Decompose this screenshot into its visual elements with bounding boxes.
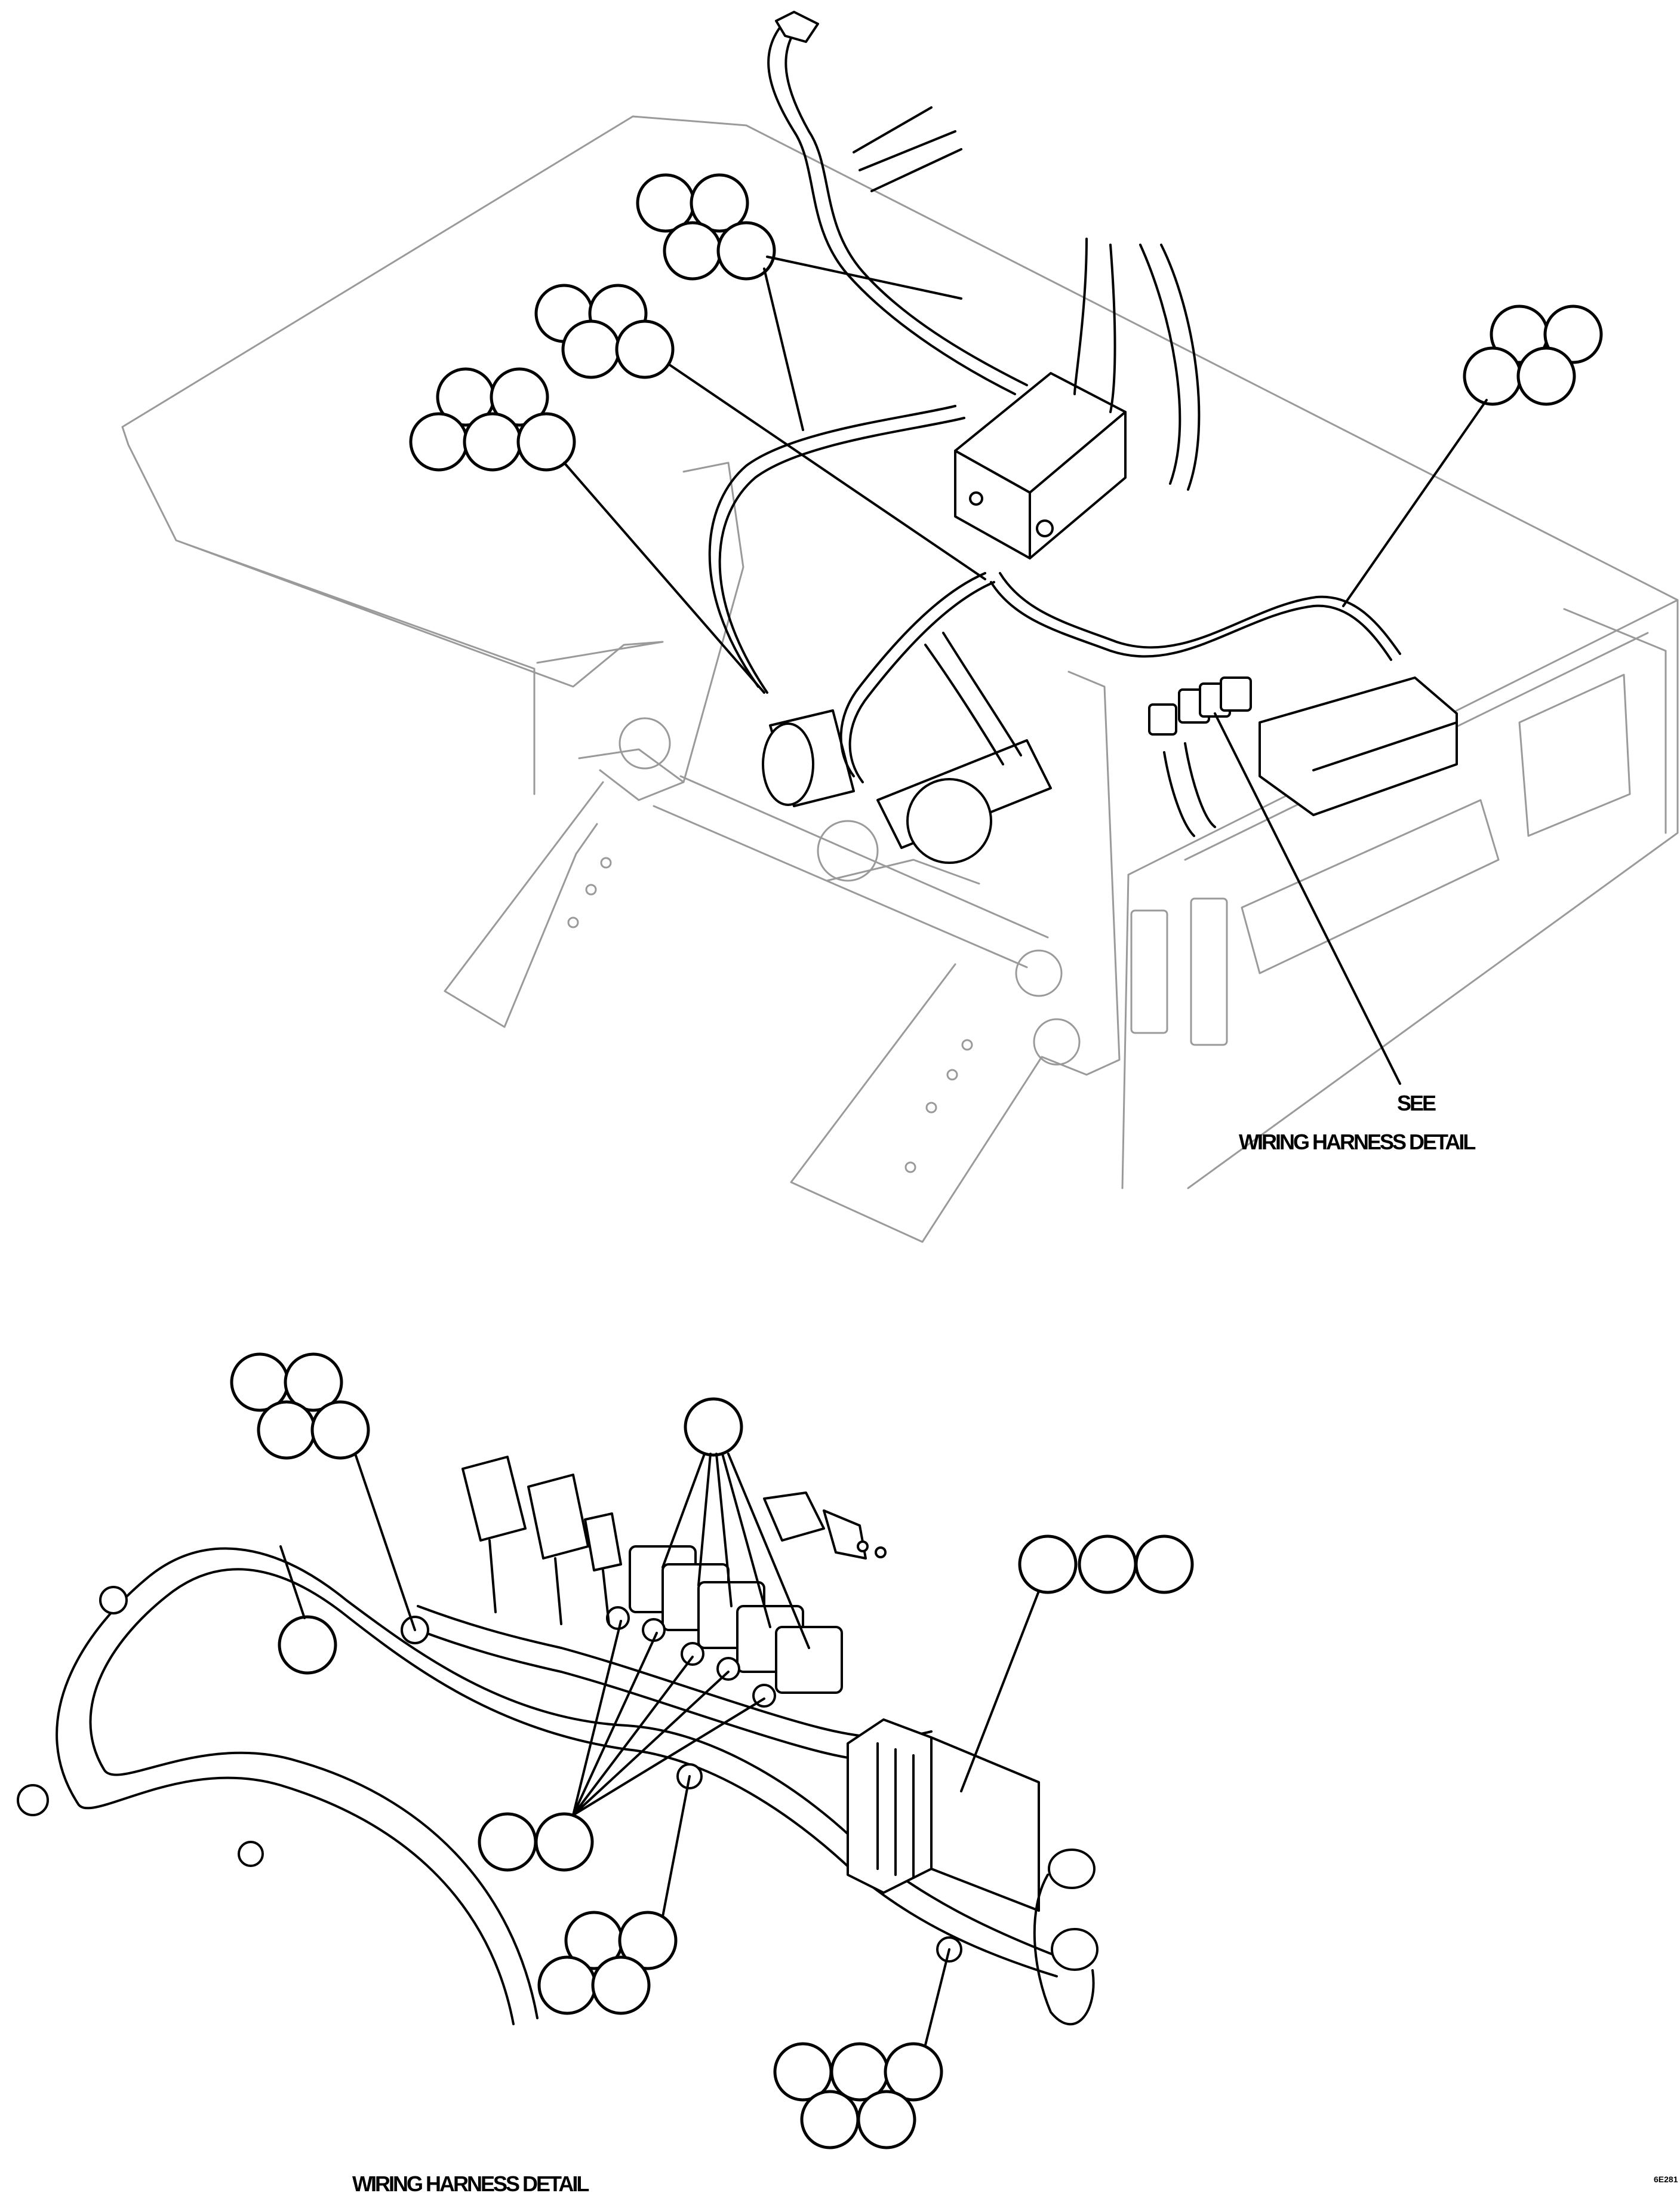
deck-outline	[121, 115, 1679, 1189]
harness-detail-title: WIRING HARNESS DETAIL	[352, 2172, 589, 2196]
harness-routing	[708, 17, 1401, 837]
hole-7	[904, 1161, 916, 1173]
control-module	[1259, 676, 1458, 816]
relay-cluster-top	[1148, 676, 1252, 736]
inline-connector	[763, 1491, 887, 1560]
harness-control-module	[847, 1718, 1040, 1912]
callout-group-d	[1342, 305, 1603, 607]
callout-fuses	[478, 1620, 765, 1872]
callout-single-harness	[278, 1545, 337, 1675]
callout-group-b	[534, 284, 986, 580]
lift-arm-left	[444, 462, 744, 1028]
callout-relays	[661, 1397, 810, 1649]
pivot-pin-mid	[1015, 949, 1063, 997]
horn	[762, 709, 855, 807]
hole-4	[961, 1039, 973, 1051]
hole-6	[925, 1102, 937, 1114]
callout-group-e	[230, 1352, 416, 1631]
see-label: SEE	[1397, 1091, 1436, 1115]
harness-trunk	[56, 1547, 1064, 2025]
valve-block	[954, 372, 1127, 559]
callout-group-h	[773, 1948, 950, 2149]
harness-clips	[17, 1586, 962, 1963]
crossmember-tube	[653, 775, 1049, 968]
lift-arm-right	[790, 671, 1121, 1243]
see-leader	[1214, 712, 1401, 1085]
callout-group-f	[960, 1534, 1194, 1792]
callout-group-g	[537, 1775, 691, 2015]
frame-slot-left	[1130, 909, 1168, 1034]
callout-group-c	[409, 367, 765, 694]
figure-code: 6E281	[1654, 2175, 1678, 2184]
machine-assembly-view: SEE WIRING HARNESS DETAIL	[121, 11, 1679, 1243]
hole-3	[567, 916, 579, 928]
callout-group-a	[636, 173, 962, 431]
frame-window	[1241, 673, 1631, 974]
hole-1	[600, 857, 612, 869]
hole-5	[946, 1069, 958, 1081]
pivot-pin-left	[619, 717, 671, 770]
relay-row	[629, 1545, 843, 1694]
frame-slot-right	[1190, 897, 1228, 1046]
lower-connectors	[1033, 1849, 1099, 2026]
pivot-pin-right	[1033, 1018, 1081, 1066]
top-connector	[775, 11, 819, 43]
harness-trunk-edge	[89, 1568, 1058, 2019]
cylinder-end-cap	[906, 778, 992, 864]
harness-detail-reference-label: WIRING HARNESS DETAIL	[1239, 1130, 1475, 1154]
lift-arm-hole	[817, 820, 879, 882]
relay-5	[775, 1626, 843, 1694]
wiring-harness-detail-view: WIRING HARNESS DETAIL 6E281	[17, 1352, 1678, 2196]
frame-outline	[533, 599, 1679, 1189]
hole-2	[585, 884, 597, 896]
harness-connectors	[461, 1456, 622, 1625]
